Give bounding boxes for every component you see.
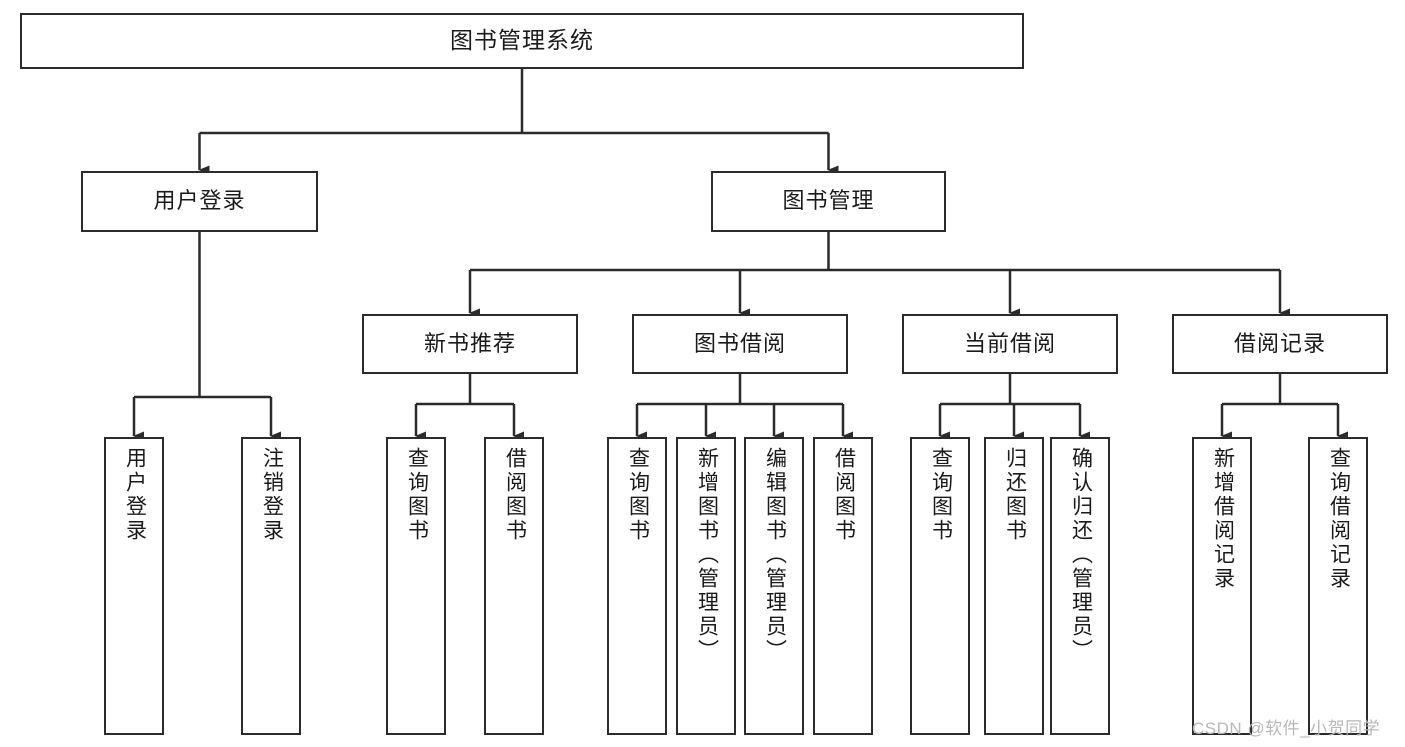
node-leaf_user_login[interactable]: 用户登录 (104, 437, 164, 735)
node-leaf_bb_borrow[interactable]: 借阅图书 (813, 437, 873, 735)
node-new_book_rec[interactable]: 新书推荐 (362, 314, 578, 374)
node-leaf_br_query[interactable]: 查询借阅记录 (1308, 437, 1368, 735)
node-leaf_cb_query[interactable]: 查询图书 (910, 437, 970, 735)
node-label: 确认归还（管理员） (1069, 447, 1093, 663)
node-leaf_bb_add[interactable]: 新增图书（管理员） (676, 437, 736, 735)
node-label: 用户登录 (153, 188, 246, 214)
node-label: 编辑图书（管理员） (763, 447, 787, 663)
node-book_manage[interactable]: 图书管理 (711, 171, 946, 232)
node-label: 注销登录 (260, 447, 284, 543)
node-label: 查询图书 (405, 447, 429, 543)
node-label: 查询借阅记录 (1327, 447, 1351, 591)
node-label: 查询图书 (929, 447, 953, 543)
node-label: 图书管理 (782, 188, 875, 214)
node-label: 借阅记录 (1233, 330, 1326, 356)
node-leaf_rec_query[interactable]: 查询图书 (386, 437, 446, 735)
node-borrow_record[interactable]: 借阅记录 (1172, 314, 1388, 374)
node-label: 新书推荐 (423, 330, 516, 356)
node-label: 归还图书 (1003, 447, 1027, 543)
node-label: 借阅图书 (832, 447, 856, 543)
node-user_login[interactable]: 用户登录 (81, 171, 318, 232)
node-label: 借阅图书 (503, 447, 527, 543)
node-label: 当前借阅 (963, 330, 1056, 356)
node-leaf_cb_confirm[interactable]: 确认归还（管理员） (1050, 437, 1110, 735)
node-current_borrow[interactable]: 当前借阅 (902, 314, 1118, 374)
node-root[interactable]: 图书管理系统 (20, 13, 1024, 69)
node-label: 图书管理系统 (450, 27, 594, 54)
node-label: 用户登录 (123, 447, 147, 543)
node-leaf_bb_query[interactable]: 查询图书 (607, 437, 667, 735)
node-leaf_user_logout[interactable]: 注销登录 (241, 437, 301, 735)
node-leaf_rec_borrow[interactable]: 借阅图书 (484, 437, 544, 735)
edge-layer (132, 69, 1348, 441)
node-label: 新增图书（管理员） (695, 447, 719, 663)
node-leaf_br_add[interactable]: 新增借阅记录 (1192, 437, 1252, 735)
node-leaf_cb_return[interactable]: 归还图书 (984, 437, 1044, 735)
node-label: 查询图书 (626, 447, 650, 543)
node-leaf_bb_edit[interactable]: 编辑图书（管理员） (744, 437, 804, 735)
node-label: 图书借阅 (693, 330, 786, 356)
node-book_borrow[interactable]: 图书借阅 (632, 314, 848, 374)
node-label: 新增借阅记录 (1211, 447, 1235, 591)
